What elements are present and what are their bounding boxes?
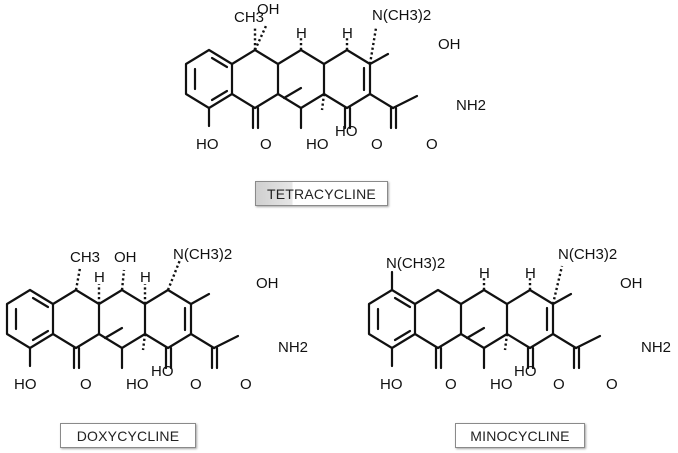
- doxycycline-ring-b: [51, 288, 101, 350]
- tetracycline-name-label: TETRACYCLINE: [255, 181, 388, 206]
- doxycycline-label-o1: O: [80, 376, 92, 393]
- doxycycline-name-label: DOXYCYCLINE: [60, 423, 196, 448]
- minocycline-bond-amide-c: [551, 332, 578, 350]
- minocycline-label-ho-mid: HO: [490, 376, 513, 393]
- minocycline-label-o1: O: [445, 376, 457, 393]
- tetracycline-label-nh2: NH2: [456, 97, 486, 114]
- tetracycline-label-h2: H: [342, 25, 353, 42]
- doxycycline-label-oh-top: OH: [114, 249, 137, 266]
- tetracycline-ring-c-double: [282, 86, 303, 100]
- minocycline-label-o3: O: [606, 376, 618, 393]
- doxycycline-label-h2: H: [140, 269, 151, 286]
- minocycline-bond-amide-n: [574, 334, 602, 350]
- minocycline-bond-oh-right: [551, 292, 573, 306]
- doxycycline-ring-a-inner-2: [31, 296, 50, 309]
- tetracycline-wedge-ho-ring: [320, 93, 326, 111]
- doxycycline-wedge-oh: [120, 269, 126, 291]
- tetracycline-label-ho-ring: HO: [335, 123, 358, 140]
- minocycline-label-ho-left: HO: [380, 376, 403, 393]
- minocycline-ring-d: [505, 288, 555, 350]
- tetracycline-label-methyl: CH3: [234, 9, 264, 26]
- doxycycline-ring-a-inner-3: [31, 329, 50, 342]
- tetracycline-label-o1: O: [260, 136, 272, 153]
- minocycline-label-nme2: N(CH3)2: [558, 246, 617, 263]
- minocycline-label-oh-right: OH: [620, 275, 643, 292]
- doxycycline-label-ho-ring: HO: [151, 363, 174, 380]
- minocycline-label-nme2-aro: N(CH3)2: [386, 255, 445, 272]
- minocycline-ring-a-inner-2: [393, 296, 412, 309]
- doxycycline-wedge-nme2: [166, 259, 182, 291]
- tetracycline-ring-a: [184, 48, 234, 110]
- minocycline-ring-a: [367, 288, 417, 350]
- tetracycline-ring-a-inner-2: [210, 56, 229, 69]
- tetracycline-label-oh-top: OH: [257, 1, 280, 18]
- minocycline-label-ho-ring: HO: [514, 363, 537, 380]
- doxycycline-wedge-methyl: [74, 267, 82, 291]
- doxycycline-bond-oh-right: [189, 292, 211, 306]
- minocycline-label-nh2: NH2: [641, 339, 671, 356]
- doxycycline-ring-c: [97, 288, 147, 350]
- doxycycline-ring-d: [143, 288, 193, 350]
- minocycline-wedge-nme2: [551, 265, 564, 305]
- doxycycline-bond-amide-n: [212, 334, 240, 350]
- doxycycline-label-nh2: NH2: [278, 339, 308, 356]
- tetracycline-wedge-oh: [253, 25, 268, 51]
- minocycline-structure: N(CH3)2 H H N(CH3)2 OH NH2 HO O HO HO O …: [367, 246, 671, 393]
- tetracycline-ring-d: [322, 48, 372, 110]
- doxycycline-label-o3: O: [240, 376, 252, 393]
- tetracycline-label-ho-left: HO: [196, 136, 219, 153]
- tetracycline-bond-amide-c: [368, 92, 395, 110]
- minocycline-label-o2: O: [553, 376, 565, 393]
- doxycycline-label-ho-mid: HO: [126, 376, 149, 393]
- minocycline-ring-c: [459, 288, 509, 350]
- minocycline-wedge-ho-ring: [503, 333, 509, 351]
- minocycline-label-h2: H: [525, 265, 536, 282]
- minocycline-label-h1: H: [479, 265, 490, 282]
- doxycycline-label-nme2: N(CH3)2: [173, 246, 232, 263]
- minocycline-name-label: MINOCYCLINE: [455, 423, 585, 448]
- tetracycline-label-o2: O: [371, 136, 383, 153]
- minocycline-ring-a-inner-3: [393, 329, 412, 342]
- tetracycline-ring-a-inner-3: [210, 89, 229, 102]
- doxycycline-ring-c-double: [103, 326, 124, 340]
- tetracycline-bond-amide-n: [391, 94, 419, 110]
- doxycycline-label-o2: O: [190, 376, 202, 393]
- doxycycline-label-h1: H: [94, 269, 105, 286]
- tetracycline-label-h1: H: [296, 25, 307, 42]
- doxycycline-bond-amide-c: [189, 332, 216, 350]
- tetracycline-structure: CH3 OH H H N(CH3)2 OH NH2 HO O HO HO O O: [184, 1, 486, 153]
- tetracycline-bond-oh-right: [368, 52, 390, 66]
- minocycline-ring-b: [413, 288, 463, 350]
- tetracycline-ring-c: [276, 48, 326, 110]
- doxycycline-wedge-ho-ring: [141, 333, 147, 351]
- tetracycline-label-ho-mid: HO: [306, 136, 329, 153]
- tetracycline-label-nme2: N(CH3)2: [372, 7, 431, 24]
- minocycline-ring-c-double: [465, 326, 486, 340]
- tetracycline-ring-b: [230, 48, 280, 110]
- tetracycline-label-oh-right: OH: [438, 36, 461, 53]
- tetracycline-label-o3: O: [426, 136, 438, 153]
- doxycycline-label-oh-right: OH: [256, 275, 279, 292]
- tetracycline-wedge-nme2: [368, 27, 378, 65]
- doxycycline-structure: CH3 OH H H N(CH3)2 OH NH2 HO O HO HO O O: [5, 246, 308, 393]
- doxycycline-label-methyl: CH3: [70, 249, 100, 266]
- doxycycline-ring-a: [5, 288, 55, 350]
- doxycycline-label-ho-left: HO: [14, 376, 37, 393]
